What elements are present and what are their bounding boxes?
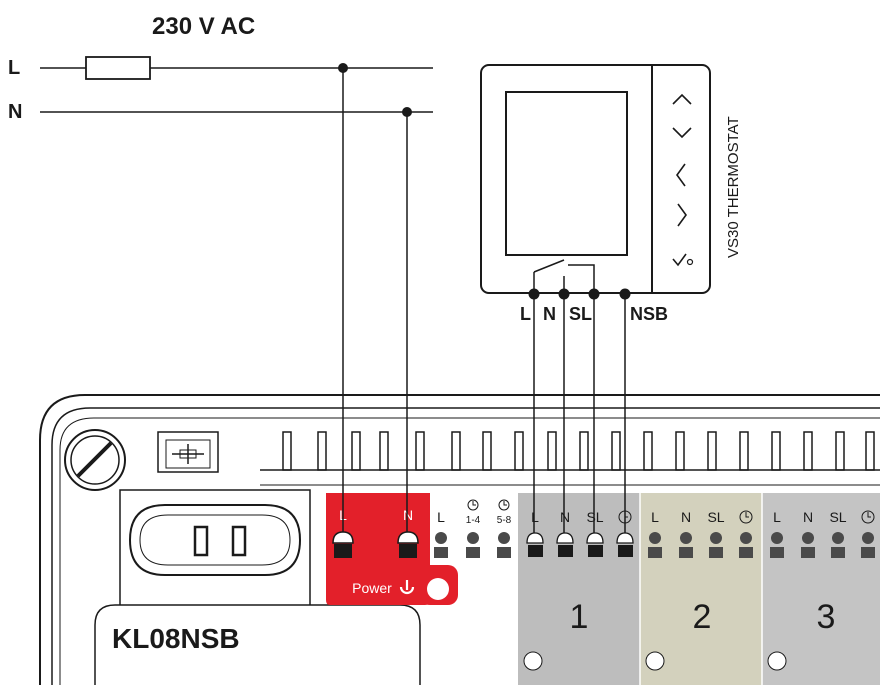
aux-and-zone-terminals	[434, 532, 875, 558]
supply-voltage-label: 230 V AC	[152, 13, 255, 40]
zone-2-clock-icon	[739, 510, 753, 524]
fuse-icon	[85, 56, 151, 80]
thermostat-zone-wires	[533, 294, 626, 533]
supply-n-label: N	[8, 101, 22, 123]
right-chevron-icon	[677, 203, 687, 227]
power-icon	[399, 580, 415, 595]
left-chevron-icon	[676, 163, 686, 187]
power-led	[427, 578, 449, 600]
zone-1-label-sl: SL	[586, 509, 603, 525]
model-name: KL08NSB	[112, 623, 240, 654]
power-label: Power	[352, 580, 392, 596]
junction-dot-n	[402, 107, 412, 117]
aux-terminal-label-l: L	[437, 509, 445, 525]
aux-clock-icon-2	[498, 499, 510, 511]
zone-2-label-l: L	[651, 509, 659, 525]
terminal-screw-power-n	[397, 531, 419, 558]
zone-3-number: 3	[817, 598, 836, 636]
zone-1-label-n: N	[560, 509, 570, 525]
up-chevron-icon	[672, 93, 692, 105]
aux-terminal-label-5-8: 5-8	[497, 515, 512, 526]
zone-1-led	[523, 651, 543, 671]
cable-clamp-icon	[157, 431, 219, 473]
zone-3-label-n: N	[803, 509, 813, 525]
supply-l-label: L	[8, 57, 20, 79]
zone-2-terminal-labels: L N SL	[651, 509, 753, 525]
zone-2-led	[645, 651, 665, 671]
thermostat-terminal-l: L	[520, 304, 531, 324]
power-terminal-label-n: N	[403, 507, 413, 523]
zone-2-label-sl: SL	[707, 509, 724, 525]
terminal-screw-power-l	[332, 531, 354, 558]
aux-clock-icon-1	[467, 499, 479, 511]
supply-wires	[40, 67, 433, 113]
thermostat-terminal-sl: SL	[569, 304, 592, 324]
thermostat-device: VS30 THERMOSTAT	[480, 64, 742, 294]
aux-terminal-label-1-4: 1-4	[466, 515, 481, 526]
controller-housing	[39, 394, 880, 685]
junction-dot-l	[338, 63, 348, 73]
thermostat-terminal-n: N	[543, 304, 556, 324]
confirm-check-icon	[672, 253, 694, 267]
zone-3-label-sl: SL	[829, 509, 846, 525]
down-chevron-icon	[672, 127, 692, 139]
zone-1-label-l: L	[531, 509, 539, 525]
thermostat-terminal-nsb: NSB	[630, 304, 668, 324]
power-feed-wires	[342, 68, 408, 532]
zone-2-number: 2	[693, 598, 712, 636]
model-label-plate: KL08NSB	[94, 604, 421, 685]
zone-3-clock-icon	[861, 510, 875, 524]
power-socket-icon	[119, 489, 311, 631]
zone-2-label-n: N	[681, 509, 691, 525]
thermostat-display	[505, 91, 628, 256]
zone-2-panel	[640, 493, 762, 685]
mounting-screw-icon	[64, 429, 126, 491]
zone-1-number: 1	[570, 598, 589, 636]
zone-3-terminal-labels: L N SL	[773, 509, 875, 525]
zone-3-label-l: L	[773, 509, 781, 525]
thermostat-name: VS30 THERMOSTAT	[725, 116, 742, 258]
housing-vent-ribs	[282, 431, 875, 471]
zone-3-led	[767, 651, 787, 671]
zone-panels	[518, 493, 880, 685]
power-terminal-block: L N Power	[326, 493, 458, 605]
